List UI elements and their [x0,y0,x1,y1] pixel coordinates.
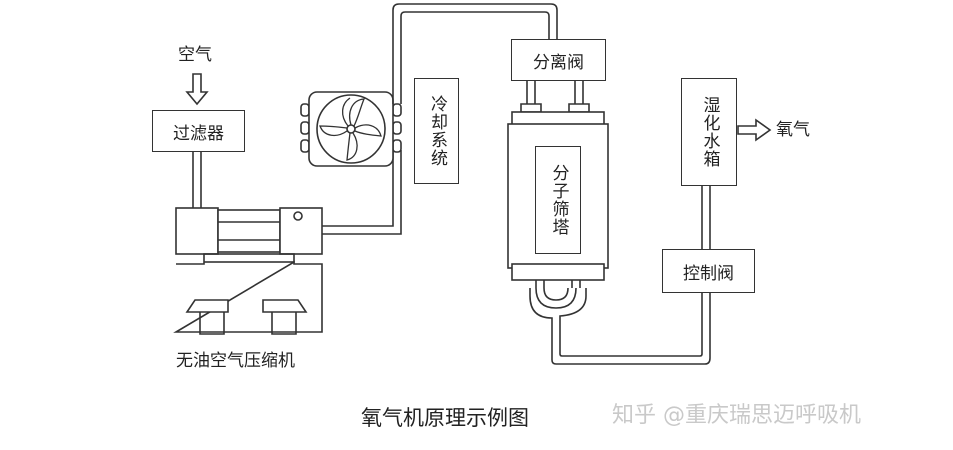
separator-valve-label: 分离阀 [533,52,584,73]
filter-pipe [192,150,202,210]
compressor-unit [173,207,323,335]
oxygen-out-label: 氧气 [776,120,810,140]
control-to-humidifier-pipe [701,185,711,249]
cooling-system-label: 冷却系统 [427,95,447,167]
filter-box: 过滤器 [152,110,245,152]
humidifier-label: 湿化水箱 [699,96,720,168]
sieve-tower-box: 分子筛塔 [535,146,581,254]
tower-bottom-loops [529,287,711,365]
diagram-caption: 氧气机原理示例图 [361,406,529,430]
filter-label: 过滤器 [173,123,224,144]
sieve-tower-label: 分子筛塔 [548,164,569,236]
radiator-unit [300,91,402,167]
air-in-arrow-icon [185,73,209,106]
oxygen-out-arrow-icon [737,118,772,142]
control-valve-label: 控制阀 [683,263,734,284]
separator-pipes [526,80,584,104]
humidifier-box: 湿化水箱 [681,78,737,186]
compressor-label: 无油空气压缩机 [176,351,295,371]
air-in-label: 空气 [178,45,212,65]
fan-icon [319,97,382,161]
watermark: 知乎 @重庆瑞思迈呼吸机 [612,403,861,428]
cooling-outlet-pipe [392,3,558,104]
cooling-system-box: 冷却系统 [414,78,459,184]
compressor-outlet-pipe [322,150,402,235]
separator-valve-box: 分离阀 [511,39,606,81]
control-valve-box: 控制阀 [662,249,755,293]
